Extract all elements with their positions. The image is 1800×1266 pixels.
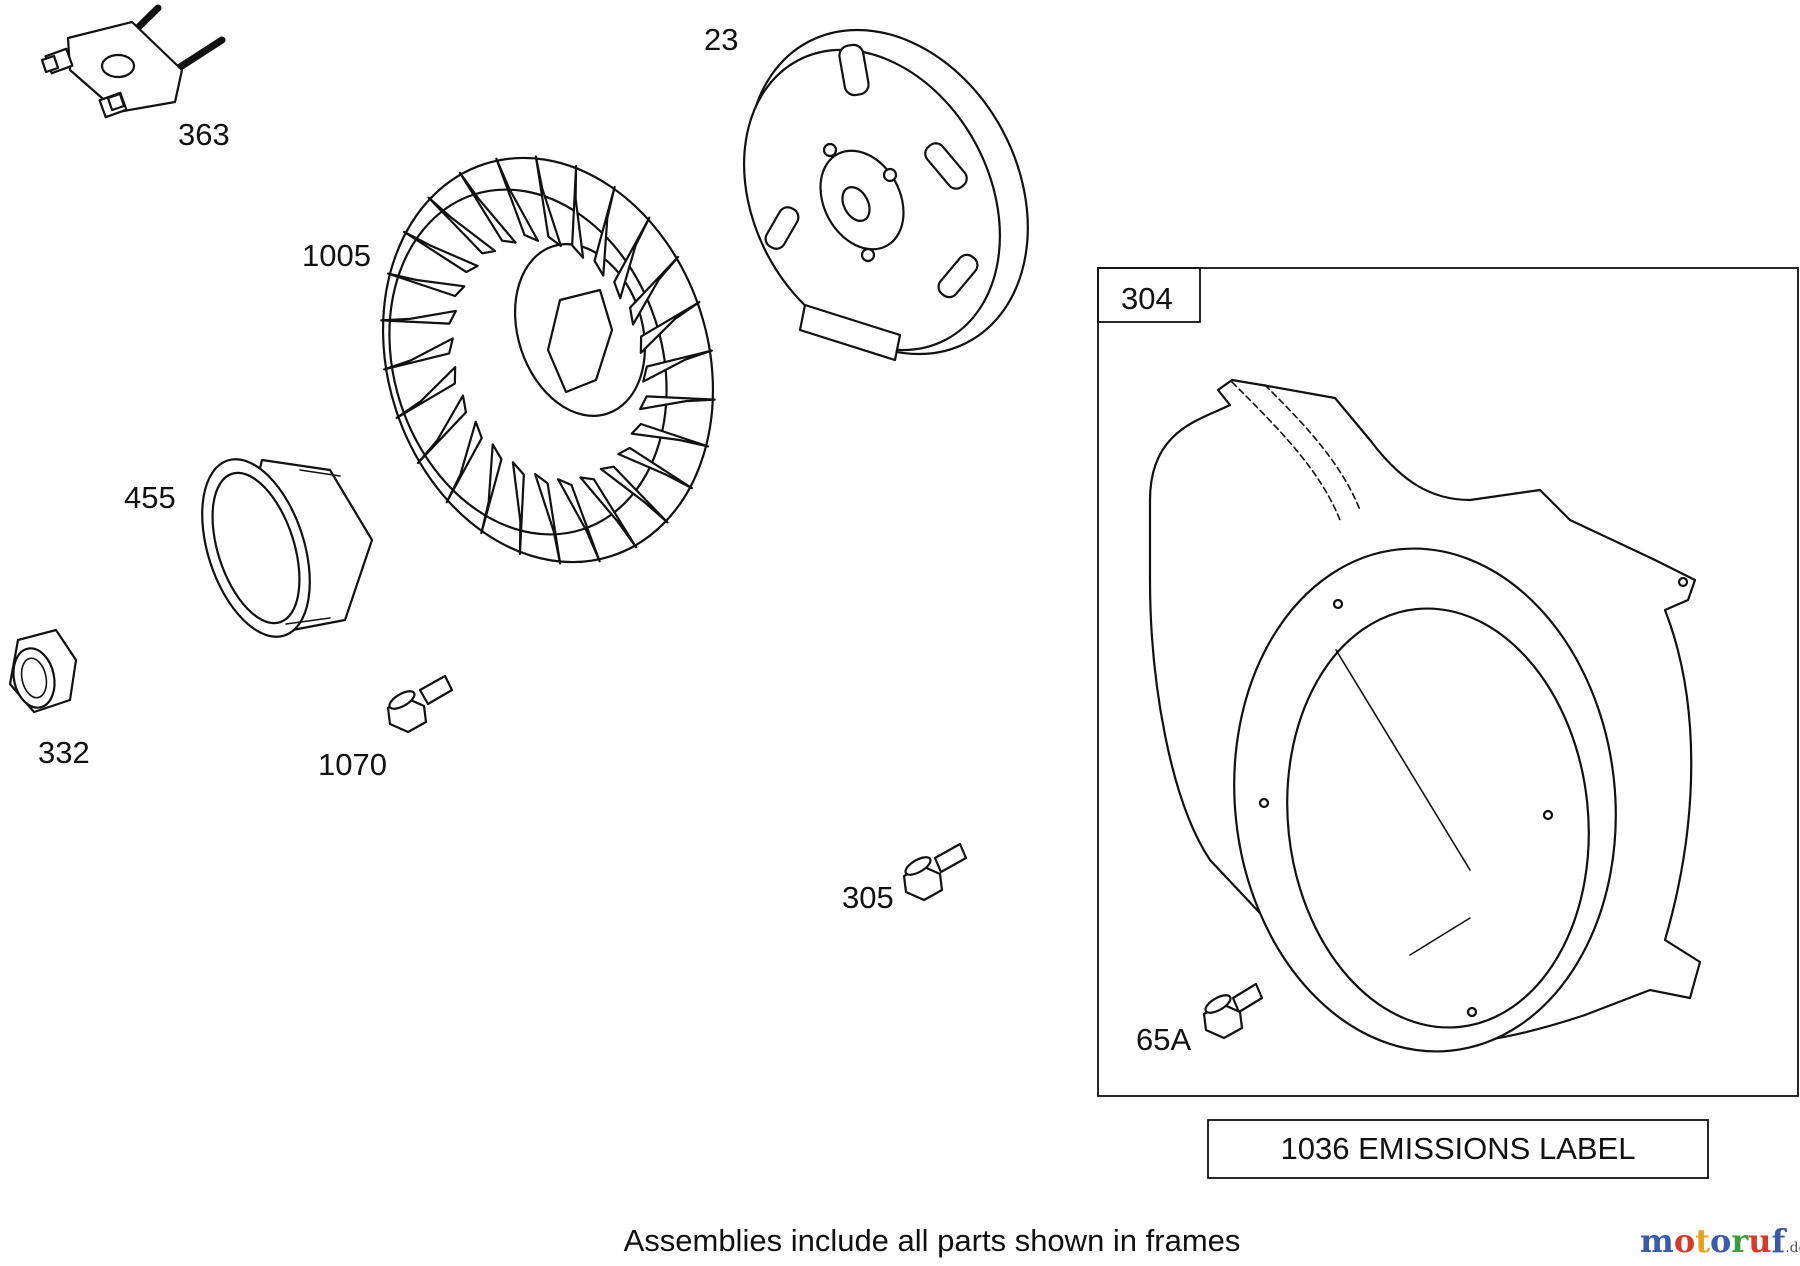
fan-blade [458, 171, 517, 244]
fan-blade [639, 300, 701, 354]
callout-1070: 1070 [318, 747, 387, 782]
fan-blade [511, 461, 525, 556]
callout-304: 304 [1121, 281, 1173, 316]
callout-23: 23 [704, 22, 738, 57]
fan-blade [380, 309, 457, 325]
callout-363: 363 [178, 117, 230, 152]
part-1070-bolt [386, 674, 454, 734]
fan-blade [571, 164, 585, 259]
fan-blade [630, 422, 710, 448]
fan-blade [395, 366, 457, 420]
fan-blade [402, 230, 479, 274]
part-455-retainer [201, 458, 374, 638]
fan-blade [613, 216, 651, 300]
emissions-label-box [1207, 1119, 1709, 1179]
fan-blade [445, 420, 483, 504]
callout-305: 305 [842, 880, 894, 915]
fan-blade [495, 157, 540, 242]
footer-note: Assemblies include all parts shown in fr… [624, 1223, 1241, 1258]
fan-blade [639, 395, 716, 411]
fan-blade [617, 446, 694, 490]
assembly-304-frame [1097, 267, 1799, 1097]
fan-blade [579, 476, 638, 549]
part-363-bracket [40, 4, 226, 119]
fan-blade [427, 196, 497, 255]
fan-blade [386, 272, 466, 298]
fan-blade [383, 337, 454, 371]
callout-455: 455 [124, 480, 176, 515]
emissions-label-text: 1036 EMISSIONS LABEL [1281, 1131, 1636, 1166]
callout-332: 332 [38, 735, 90, 770]
part-65a-bolt [1202, 982, 1264, 1040]
fan-blade [599, 465, 669, 524]
fan-blade [534, 155, 562, 248]
fan-blade [642, 349, 713, 383]
part-23-flywheel [743, 28, 1029, 362]
part-305-bolt [902, 842, 968, 902]
fan-blade [416, 394, 468, 465]
fan-blade [534, 472, 562, 565]
fan-blades [380, 155, 716, 565]
callout-1005: 1005 [302, 238, 371, 273]
part-332-nut [8, 628, 78, 714]
assembly-304-tag-box [1097, 267, 1201, 323]
fan-blade [593, 185, 616, 277]
blower-housing [1148, 378, 1702, 1053]
callout-65a: 65A [1136, 1022, 1191, 1057]
part-1005-fan [380, 155, 716, 565]
watermark-logo: motoruf.de [1640, 1222, 1800, 1260]
fan-blade [480, 443, 503, 535]
fan-blade [556, 478, 601, 563]
fan-blade [628, 255, 680, 326]
